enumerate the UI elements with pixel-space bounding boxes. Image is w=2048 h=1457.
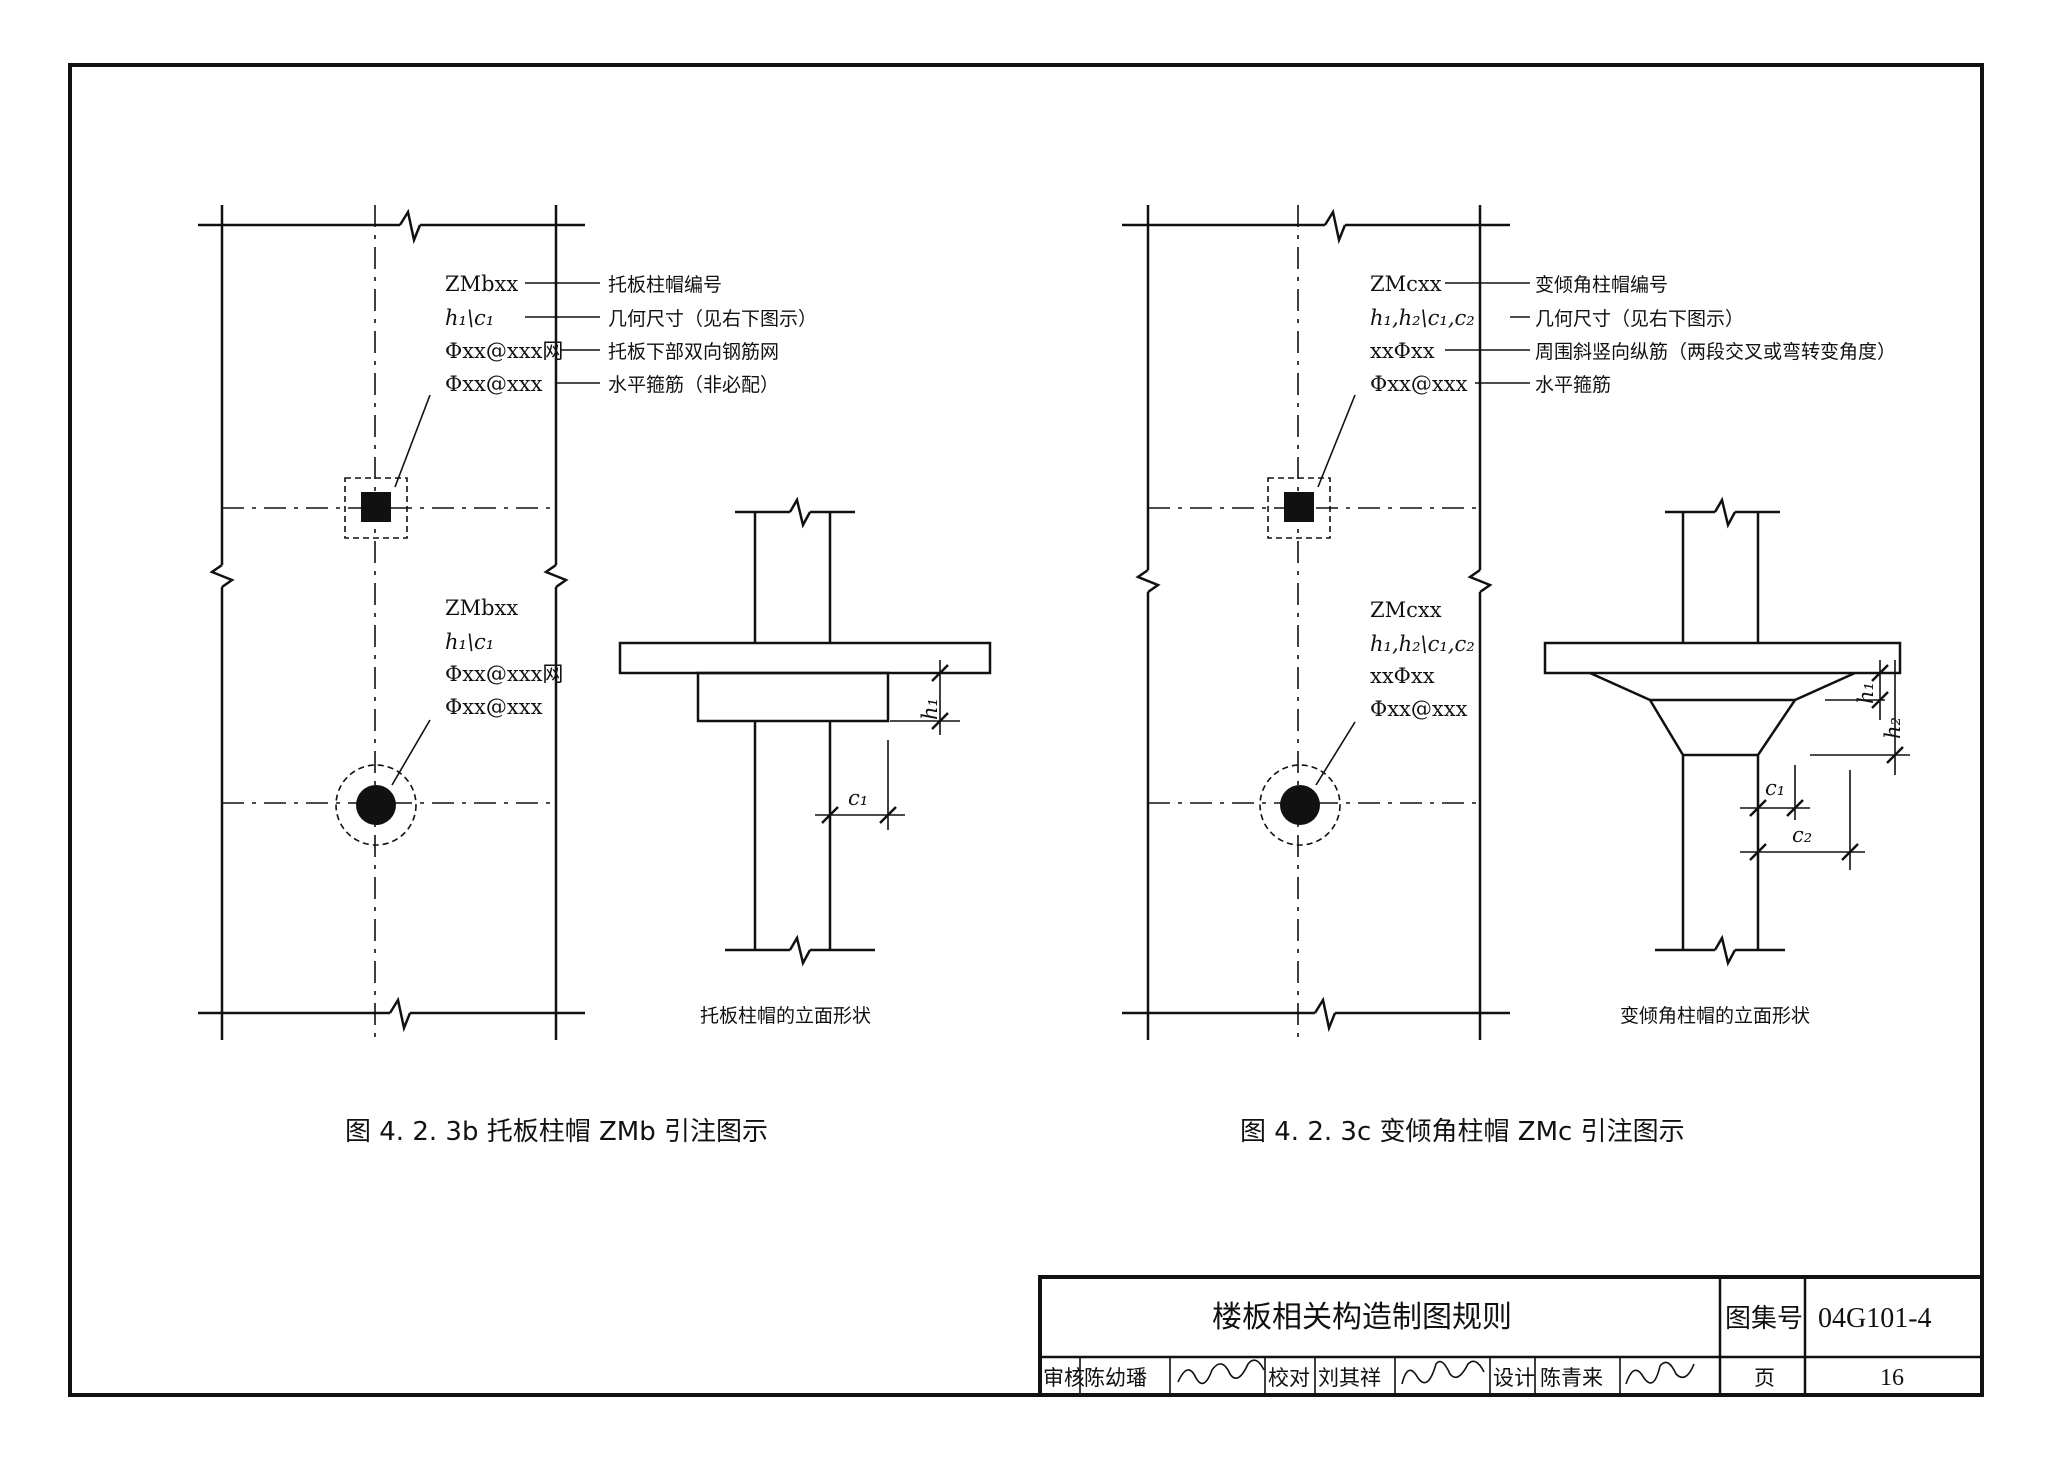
designer-signature [1625,1361,1695,1385]
right-dim-c1: c₁ [1765,776,1785,800]
right-bottom-code-1: ZMcxx [1370,598,1442,622]
left-top-desc-1: 托板柱帽编号 [608,274,722,296]
check-label: 校对 [1268,1366,1310,1390]
checker-signature [1401,1360,1485,1385]
left-elevation [618,496,992,967]
right-dim-h1: h₁ [1854,682,1878,704]
leader-line [391,719,431,786]
left-top-code-2: h₁\c₁ [445,306,494,330]
right-top-desc-3: 周围斜竖向纵筋（两段交叉或弯转变角度） [1535,341,1896,363]
left-top-code-1: ZMbxx [445,272,518,296]
left-top-desc-3: 托板下部双向钢筋网 [608,341,779,363]
capital-right-edge [1756,671,1856,950]
round-column [1280,785,1320,825]
right-top-desc-1: 变倾角柱帽编号 [1535,274,1668,296]
round-column [356,785,396,825]
square-cap-outline [344,477,408,539]
square-column [361,492,391,522]
right-top-desc-4: 水平箍筋 [1535,374,1611,396]
review-label: 审核 [1043,1366,1085,1390]
page-number: 16 [1880,1365,1904,1391]
right-plan-view [1122,205,1530,1040]
capital-left-edge [1589,671,1685,950]
reviewer-signature [1177,1359,1265,1385]
left-figure-caption: 图 4. 2. 3b 托板柱帽 ZMb 引注图示 [345,1117,768,1147]
left-top-code-3: Φxx@xxx网 [445,339,563,363]
left-top-desc-2: 几何尺寸（见右下图示） [608,308,817,330]
designer-name: 陈青来 [1540,1366,1603,1390]
right-top-desc-2: 几何尺寸（见右下图示） [1535,308,1744,330]
sheet-border [68,63,1984,1397]
drop-panel [696,671,890,723]
left-bottom-code-2: h₁\c₁ [445,630,494,654]
right-bottom-code-2: h₁,h₂\c₁,c₂ [1370,632,1475,656]
right-top-code-2: h₁,h₂\c₁,c₂ [1370,306,1475,330]
left-dim-h1: h₁ [918,698,942,720]
page-label: 页 [1754,1366,1775,1390]
left-bottom-code-1: ZMbxx [445,596,518,620]
right-dim-c2: c₂ [1792,823,1812,847]
left-top-code-4: Φxx@xxx [445,372,543,396]
reviewer-name: 陈幼璠 [1084,1366,1147,1390]
left-top-desc-4: 水平箍筋（非必配） [608,374,779,396]
right-bottom-code-4: Φxx@xxx [1370,697,1468,721]
left-elevation-caption: 托板柱帽的立面形状 [700,1005,871,1027]
checker-name: 刘其祥 [1318,1366,1381,1390]
right-top-code-4: Φxx@xxx [1370,372,1468,396]
right-elevation [1543,496,1910,967]
right-top-code-1: ZMcxx [1370,272,1442,296]
right-elevation-caption: 变倾角柱帽的立面形状 [1620,1005,1810,1027]
round-cap-outline [335,764,417,846]
atlas-number: 04G101-4 [1818,1303,1932,1334]
right-top-code-3: xxΦxx [1370,339,1435,363]
right-figure-caption: 图 4. 2. 3c 变倾角柱帽 ZMc 引注图示 [1240,1117,1685,1147]
square-column [1284,492,1314,522]
drawing-title: 楼板相关构造制图规则 [1212,1300,1512,1335]
atlas-label: 图集号 [1725,1304,1803,1334]
left-plan-view [198,205,600,1040]
leader-line [394,394,431,488]
left-dim-c1: c₁ [848,786,868,810]
design-label: 设计 [1493,1366,1535,1390]
right-bottom-code-3: xxΦxx [1370,664,1435,688]
title-block [1038,1275,1984,1397]
right-dim-h2: h₂ [1881,717,1905,739]
left-bottom-code-3: Φxx@xxx网 [445,662,563,686]
left-bottom-code-4: Φxx@xxx [445,695,543,719]
